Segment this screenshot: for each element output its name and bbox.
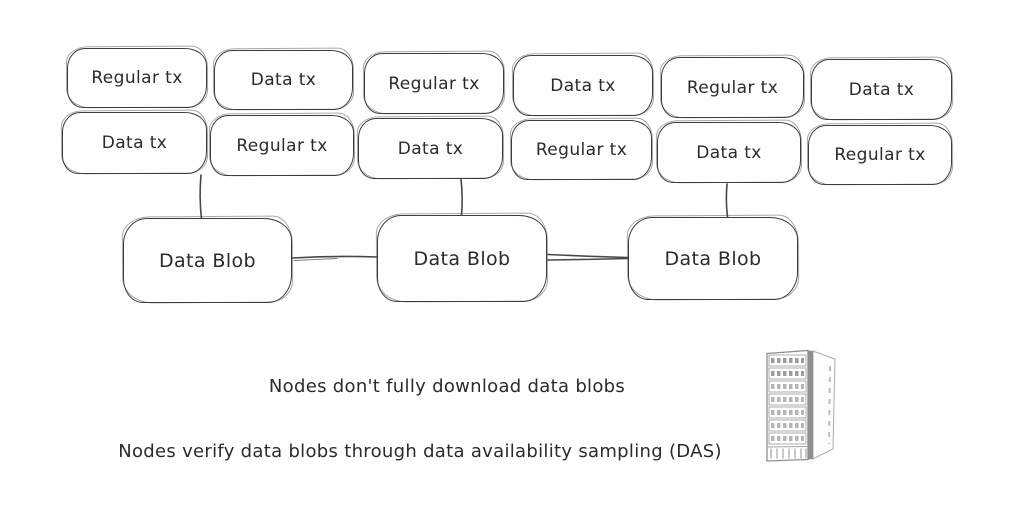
connector-tx-to-blob-1 bbox=[199, 174, 203, 220]
tx-box-r1c3: Regular tx bbox=[364, 53, 504, 114]
tx-box-label: Regular tx bbox=[834, 145, 926, 165]
tx-box-label: Data tx bbox=[848, 79, 915, 100]
tx-box-label: Regular tx bbox=[686, 77, 779, 98]
blob-box-3: Data Blob bbox=[628, 217, 798, 300]
tx-box-r2c2: Regular tx bbox=[210, 115, 354, 176]
tx-box-label: Regular tx bbox=[91, 68, 183, 88]
tx-box-r1c1: Regular tx bbox=[67, 48, 207, 108]
blob-box-label: Data Blob bbox=[664, 247, 762, 270]
tx-box-label: Data tx bbox=[101, 133, 168, 153]
connector-blob1-blob2 bbox=[291, 255, 378, 259]
tx-box-r1c5: Regular tx bbox=[661, 57, 804, 118]
blob-box-2: Data Blob bbox=[377, 215, 547, 302]
tx-box-label: Regular tx bbox=[388, 73, 480, 94]
tx-box-r1c2: Data tx bbox=[214, 50, 353, 110]
tx-box-label: Data tx bbox=[696, 142, 762, 163]
connector-tx-to-blob-3 bbox=[725, 183, 729, 218]
connector-blob1-blob2-sketch bbox=[293, 257, 338, 262]
connector-blob2-blob3-bottom bbox=[547, 257, 629, 261]
tx-box-r1c6: Data tx bbox=[811, 59, 952, 120]
connector-tx-to-blob-2 bbox=[460, 178, 463, 217]
tx-box-r2c3: Data tx bbox=[358, 118, 503, 179]
tx-box-label: Data tx bbox=[397, 138, 464, 159]
tx-box-label: Data tx bbox=[250, 70, 317, 90]
tx-box-r2c4: Regular tx bbox=[511, 120, 652, 180]
tx-box-r1c4: Data tx bbox=[513, 55, 653, 116]
tx-box-r2c6: Regular tx bbox=[808, 125, 952, 185]
blob-box-label: Data Blob bbox=[158, 249, 256, 272]
blob-box-label: Data Blob bbox=[413, 247, 511, 270]
caption-no-full-download: Nodes don't fully download data blobs bbox=[268, 376, 626, 397]
caption-das: Nodes verify data blobs through data ava… bbox=[118, 441, 722, 462]
tx-box-r2c1: Data tx bbox=[62, 112, 207, 174]
tx-box-r2c5: Data tx bbox=[657, 122, 801, 183]
tx-box-label: Regular tx bbox=[236, 135, 328, 156]
connector-blob2-blob3-top bbox=[547, 253, 629, 259]
tx-box-label: Data tx bbox=[550, 75, 616, 96]
blob-box-1: Data Blob bbox=[123, 218, 292, 303]
server-rack-icon bbox=[766, 349, 836, 462]
tx-box-label: Regular tx bbox=[535, 140, 628, 160]
